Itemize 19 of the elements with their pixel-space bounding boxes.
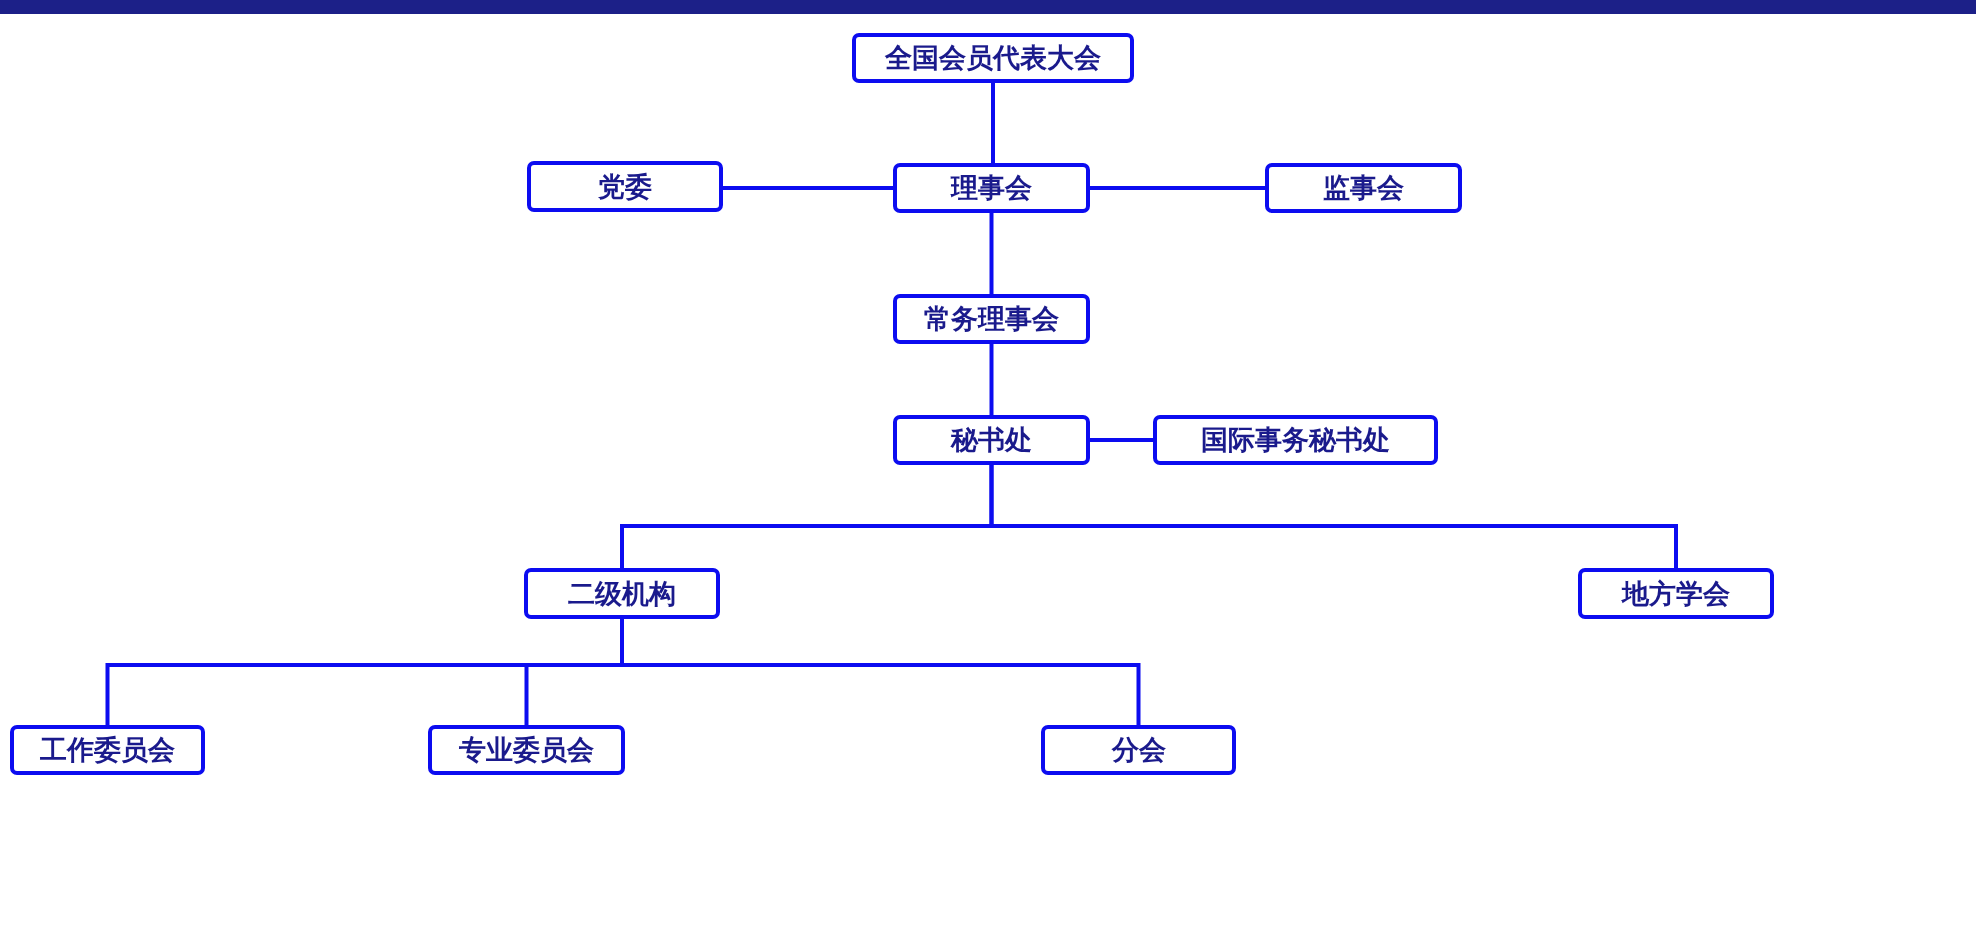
connector-line xyxy=(1090,438,1153,442)
connector-line xyxy=(723,186,893,190)
connector-line xyxy=(989,465,1678,568)
connector-line xyxy=(989,344,994,415)
connector-line xyxy=(989,213,994,294)
org-box: 二级机构 xyxy=(524,568,720,619)
org-box: 工作委员会 xyxy=(10,725,205,775)
org-box: 常务理事会 xyxy=(893,294,1090,344)
org-box: 国际事务秘书处 xyxy=(1153,415,1438,465)
org-box: 党委 xyxy=(527,161,723,212)
org-box: 专业委员会 xyxy=(428,725,625,775)
org-box: 地方学会 xyxy=(1578,568,1774,619)
org-box: 分会 xyxy=(1041,725,1236,775)
connector-line xyxy=(1090,186,1265,190)
connector-line xyxy=(991,83,995,163)
org-box: 秘书处 xyxy=(893,415,1090,465)
org-box: 理事会 xyxy=(893,163,1090,213)
org-box: 全国会员代表大会 xyxy=(852,33,1134,83)
org-box: 监事会 xyxy=(1265,163,1462,213)
